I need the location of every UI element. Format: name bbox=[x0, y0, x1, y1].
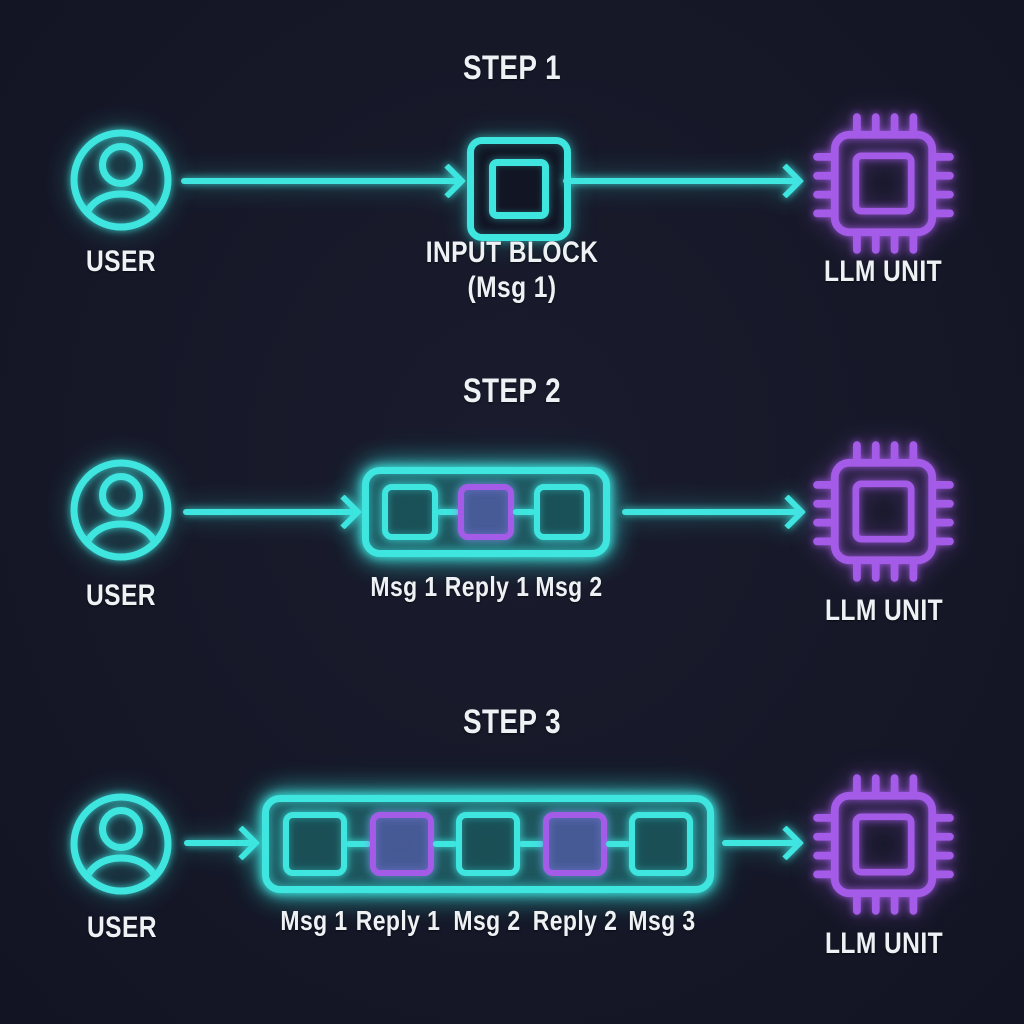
input-block-label-line1: INPUT BLOCK bbox=[425, 236, 599, 269]
input-block-inner-square bbox=[489, 159, 549, 219]
step3-title: STEP 3 bbox=[462, 703, 562, 741]
chip-icon bbox=[806, 767, 961, 922]
msg-block-label: Msg 1 bbox=[280, 905, 348, 936]
conversation-chain-container bbox=[362, 467, 610, 557]
input-block-label-line2: (Msg 1) bbox=[467, 271, 557, 304]
llm-unit-label: LLM UNIT bbox=[823, 255, 943, 288]
llm-unit-label: LLM UNIT bbox=[824, 927, 944, 960]
chip-icon bbox=[806, 106, 961, 261]
msg-block bbox=[629, 812, 693, 876]
reply-block bbox=[369, 812, 434, 876]
msg-block-label: Msg 2 bbox=[535, 571, 603, 602]
arrow-right-icon bbox=[622, 494, 807, 530]
block-connector bbox=[432, 841, 457, 847]
reply-block bbox=[542, 812, 607, 876]
reply-block-label: Reply 1 bbox=[355, 905, 441, 936]
input-block-icon bbox=[467, 137, 571, 241]
user-icon bbox=[61, 450, 181, 570]
arrow-right-icon bbox=[563, 163, 805, 199]
user-icon bbox=[61, 120, 181, 240]
conversation-chain-container bbox=[262, 795, 714, 893]
msg-block-label: Msg 1 bbox=[370, 571, 438, 602]
llm-unit-label: LLM UNIT bbox=[824, 594, 944, 627]
reply-block-label: Reply 1 bbox=[444, 571, 530, 602]
block-connector bbox=[513, 509, 535, 515]
block-connector bbox=[519, 841, 544, 847]
reply-block bbox=[458, 484, 514, 540]
block-connector bbox=[437, 509, 459, 515]
arrow-right-icon bbox=[181, 163, 467, 199]
msg-block bbox=[283, 812, 347, 876]
arrow-right-icon bbox=[722, 825, 805, 861]
user-label: USER bbox=[86, 911, 157, 944]
user-icon bbox=[61, 784, 181, 904]
step1-title: STEP 1 bbox=[462, 49, 562, 87]
user-label: USER bbox=[85, 579, 156, 612]
msg-block-label: Msg 3 bbox=[628, 905, 696, 936]
msg-block-label: Msg 2 bbox=[453, 905, 521, 936]
reply-block-label: Reply 2 bbox=[532, 905, 618, 936]
block-connector bbox=[605, 841, 630, 847]
user-label: USER bbox=[85, 245, 156, 278]
msg-block bbox=[456, 812, 520, 876]
block-connector bbox=[346, 841, 371, 847]
chip-icon bbox=[806, 434, 961, 589]
msg-block bbox=[382, 484, 438, 540]
msg-block bbox=[534, 484, 590, 540]
arrow-right-icon bbox=[184, 825, 261, 861]
arrow-right-icon bbox=[183, 494, 363, 530]
step2-title: STEP 2 bbox=[462, 372, 562, 410]
